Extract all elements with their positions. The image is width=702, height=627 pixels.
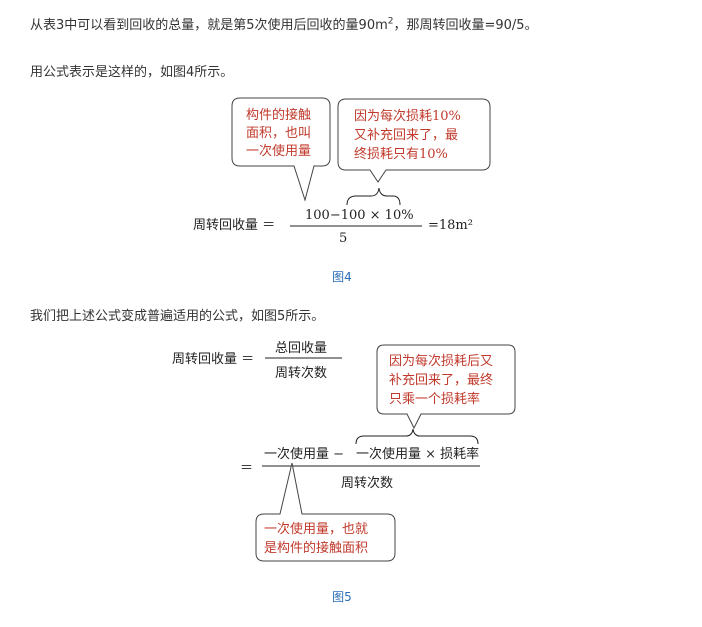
figure-5-callout-right-bubble [376, 344, 516, 430]
figure-5-callout-right-line-1: 因为每次损耗后又 [389, 353, 493, 369]
figure-5-denominator: 周转次数 [341, 475, 393, 491]
callout-left-line-2: 面积，也叫 [246, 126, 311, 141]
figure-4-result: =18m² [428, 218, 473, 233]
paragraph-1-superscript: 2 [387, 16, 394, 27]
paragraph-1-text-end: ，那周转回收量=90/5。 [393, 18, 538, 33]
callout-left-bubble [231, 97, 331, 202]
figure-5-callout-right-line-3: 只乘一个损耗率 [389, 391, 480, 407]
figure-5-callout-bottom-line-2: 是构件的接触面积 [264, 540, 368, 556]
callout-left-line-3: 一次使用量 [246, 143, 311, 159]
figure-4-brace [346, 187, 401, 206]
paragraph-3: 我们把上述公式变成普遍适用的公式，如图5所示。 [30, 309, 325, 324]
figure-5-lhs: 周转回收量 ＝ [172, 352, 254, 367]
figure-5-numerator-right: 一次使用量 × 损耗率 [356, 446, 479, 462]
figure-5-callout-bottom-line-1: 一次使用量，也就 [264, 521, 368, 537]
figure-5-equals: ＝ [240, 461, 253, 476]
paragraph-2: 用公式表示是这样的，如图4所示。 [30, 65, 234, 80]
figure-5-top-numerator: 总回收量 [275, 341, 327, 356]
figure-5-top-denominator: 周转次数 [275, 365, 327, 381]
figure-4-caption: 图4 [332, 270, 352, 284]
figure-5-numerator-left: 一次使用量 − [264, 446, 344, 462]
callout-right-line-1: 因为每次损耗10% [354, 108, 461, 124]
figure-5-callout-bottom-bubble [255, 462, 396, 562]
paragraph-1: 从表3中可以看到回收的总量，就是第5次使用后回收的量90m2，那周转回收量=90… [30, 14, 538, 33]
paragraph-1-text: 从表3中可以看到回收的总量，就是第5次使用后回收的量90m [30, 18, 388, 33]
figure-4-lhs: 周转回收量 ＝ [193, 218, 275, 233]
figure-5-caption: 图5 [332, 590, 352, 604]
callout-right-bubble [337, 98, 491, 183]
callout-right-line-2: 又补充回来了，最 [354, 127, 458, 143]
figure-4-numerator: 100−100 × 10% [305, 208, 414, 223]
callout-right-line-3: 终损耗只有10% [354, 146, 448, 162]
figure-4-denominator: 5 [339, 231, 347, 246]
callout-left-line-1: 构件的接触 [246, 107, 311, 123]
figure-5-callout-right-line-2: 补充回来了，最终 [389, 372, 493, 388]
figure-5-brace [355, 428, 479, 445]
